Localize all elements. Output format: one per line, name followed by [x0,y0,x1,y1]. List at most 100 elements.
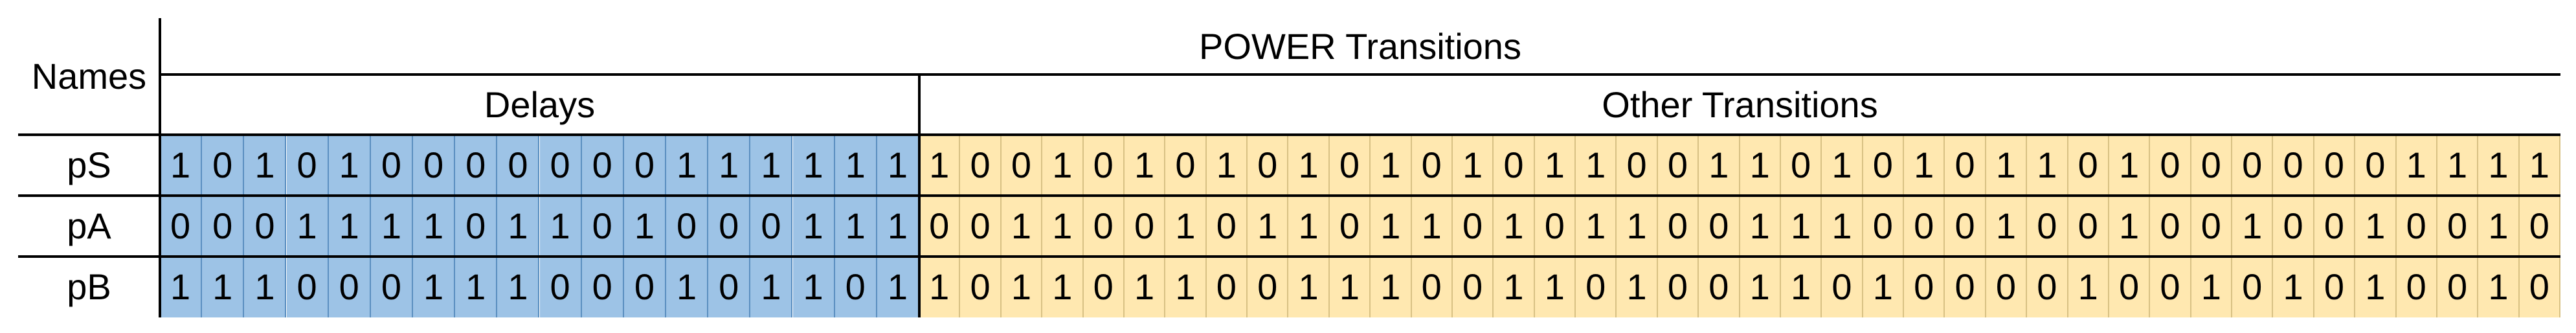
transition-cell: 0 [1945,135,1986,196]
transition-cell: 1 [1042,196,1084,257]
delay-cell: 1 [834,196,877,257]
transition-cell: 0 [1863,196,1904,257]
transition-cell: 0 [2437,196,2479,257]
transition-cell: 0 [2519,257,2560,317]
transition-cell: 1 [1042,257,1084,317]
transition-cell: 1 [2478,135,2520,196]
transition-cell: 0 [2314,196,2356,257]
delay-cell: 1 [160,257,203,317]
transition-cell: 1 [1699,135,1740,196]
delay-cell: 1 [792,135,835,196]
transition-cell: 1 [1371,135,1412,196]
transition-cell: 0 [2150,257,2191,317]
row-name-pB: pB [67,266,111,307]
transition-cell: 1 [1248,196,1289,257]
transition-cell: 1 [1780,196,1822,257]
delay-cell: 1 [370,196,413,257]
transition-cell: 0 [1657,135,1699,196]
transition-cell: 0 [1576,257,1617,317]
row-name-pS: pS [67,144,111,185]
transition-cell: 1 [2396,135,2437,196]
transition-cell: 0 [1534,196,1576,257]
delay-cell: 1 [413,196,456,257]
transition-cell: 1 [1411,196,1453,257]
row-divider [18,255,2560,258]
transition-cell: 0 [1083,196,1125,257]
transition-cell: 0 [2027,257,2068,317]
delay-cell: 0 [286,257,329,317]
delay-cell: 0 [581,135,624,196]
delay-cell: 1 [539,196,582,257]
delay-cell: 1 [877,135,919,196]
delay-cell: 0 [539,135,582,196]
delay-cell: 0 [202,135,245,196]
delay-cell: 1 [160,135,203,196]
transition-cell: 0 [2273,135,2314,196]
delay-cell: 0 [834,257,877,317]
transition-cell: 0 [1248,257,1289,317]
transition-cell: 1 [2191,257,2232,317]
delay-cell: 0 [539,257,582,317]
transition-cell: 0 [1699,257,1740,317]
delay-cell: 0 [497,135,540,196]
delay-cell: 0 [666,196,709,257]
delay-cell: 1 [708,135,751,196]
transition-cell: 0 [2027,196,2068,257]
transition-cell: 0 [1411,257,1453,317]
transition-cell: 1 [2478,196,2520,257]
transition-cell: 0 [1617,135,1658,196]
transition-cell: 0 [1986,257,2028,317]
group-header-divider [160,73,2560,76]
transition-cell: 1 [919,135,961,196]
transition-cell: 1 [1617,196,1658,257]
transition-cell: 1 [1822,135,1863,196]
transition-cell: 0 [2068,135,2109,196]
delay-cell: 1 [877,196,919,257]
transition-cell: 1 [1822,196,1863,257]
transition-cell: 1 [1001,257,1043,317]
transition-cell: 1 [1740,135,1781,196]
delay-cell: 1 [792,257,835,317]
transition-cell: 1 [1740,257,1781,317]
transition-cell: 1 [2109,196,2151,257]
transition-cell: 1 [1452,135,1494,196]
delay-cell: 0 [413,135,456,196]
transition-cell: 0 [2314,257,2356,317]
delay-cell: 0 [750,196,793,257]
transition-cell: 0 [2191,196,2232,257]
delay-cell: 1 [328,196,371,257]
delays-other-divider [918,75,921,317]
transition-cell: 1 [1904,135,1945,196]
delay-cell: 0 [455,196,498,257]
names-header: Names [31,56,147,97]
delay-cell: 1 [750,135,793,196]
transition-cell: 0 [2191,135,2232,196]
delay-cell: 0 [370,135,413,196]
transition-cell: 1 [1288,257,1330,317]
delay-cell: 1 [666,257,709,317]
transition-cell: 1 [1494,196,1535,257]
delay-cell: 1 [792,196,835,257]
delay-cell: 0 [328,257,371,317]
power-transitions-header: POWER Transitions [1199,25,1521,67]
transition-cell: 1 [1494,257,1535,317]
transition-cell: 1 [1986,135,2028,196]
transition-cell: 1 [1371,257,1412,317]
delay-cell: 1 [455,257,498,317]
transition-cell: 0 [2437,257,2479,317]
transition-cell: 0 [1206,196,1248,257]
delay-cell: 1 [877,257,919,317]
transition-cell: 1 [1986,196,2028,257]
transition-cell: 0 [1494,135,1535,196]
transition-cell: 0 [2150,196,2191,257]
delay-cell: 0 [202,196,245,257]
transition-cell: 0 [1411,135,1453,196]
transition-cell: 0 [1945,196,1986,257]
delay-cell: 1 [497,196,540,257]
transition-cell: 0 [1248,135,1289,196]
names-column-divider [159,18,161,317]
transition-cell: 0 [2396,257,2437,317]
transition-cell: 0 [2109,257,2151,317]
transition-cell: 1 [1042,135,1084,196]
